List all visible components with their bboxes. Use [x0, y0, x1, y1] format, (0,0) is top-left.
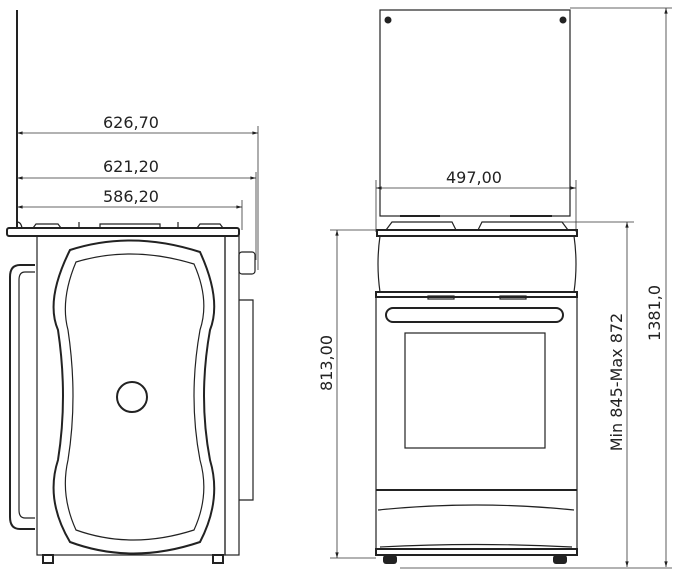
bolt-icon: [384, 16, 392, 24]
bolt-icon: [559, 16, 567, 24]
side-handle: [9, 264, 35, 530]
oven-door-handle: [385, 307, 564, 323]
front-foot: [553, 555, 567, 564]
side-burner-grates: [32, 222, 224, 229]
dim-label-body-height: 813,00: [317, 335, 336, 391]
side-cooktop: [6, 227, 240, 237]
side-gas-inlet: [116, 381, 148, 413]
dim-label-adjustable-height: Min 845-Max 872: [607, 313, 626, 452]
front-cooktop: [376, 229, 578, 237]
storage-drawer: [377, 504, 575, 548]
side-panel-embossing: [52, 239, 216, 555]
side-view: 626,70 621,20 586,20: [6, 10, 259, 564]
front-view: 497,00 813,00 Min 845-Max 872 1381,0: [317, 7, 672, 569]
control-knob-side: [238, 251, 256, 275]
front-foot: [383, 555, 397, 564]
side-body: [36, 235, 226, 556]
side-foot: [212, 554, 224, 564]
front-body: [375, 296, 578, 556]
dim-label-total-height: 1381,0: [645, 285, 664, 341]
oven-window: [404, 332, 546, 449]
front-backsplash: [379, 9, 571, 217]
dim-label-body-depth: 586,20: [103, 187, 159, 206]
dim-label-width: 497,00: [446, 168, 502, 187]
control-panel: [377, 235, 577, 293]
panel-divider: [375, 291, 578, 298]
dim-label-depth-with-knobs: 621,20: [103, 157, 159, 176]
front-burner-grates: [385, 215, 569, 231]
dim-label-overall-depth: 626,70: [103, 113, 159, 132]
side-panel: [224, 235, 240, 556]
side-foot: [42, 554, 54, 564]
